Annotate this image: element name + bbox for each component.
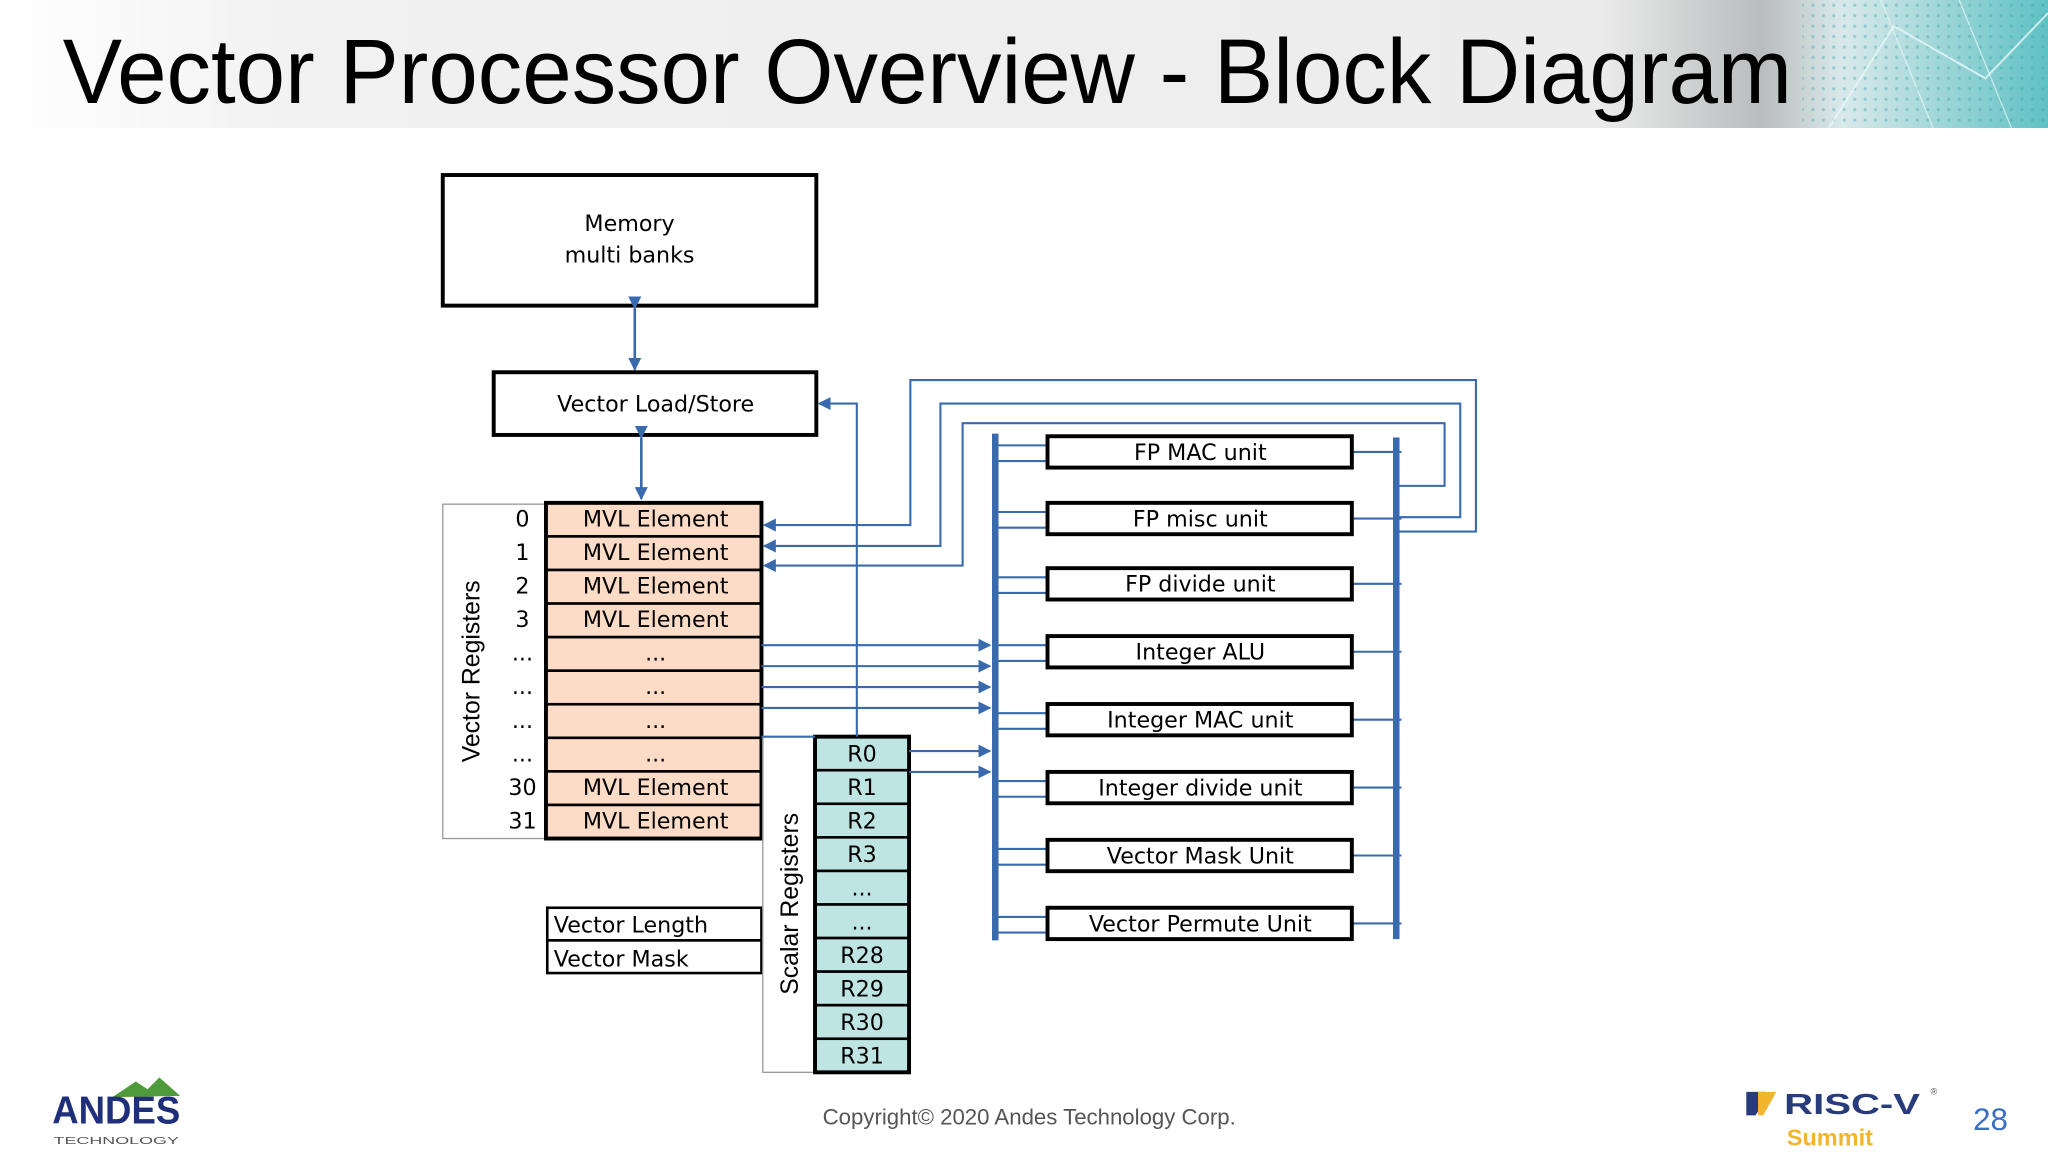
functional-unit-label: Vector Permute Unit [1089,911,1312,937]
scalar-register-row: R0 [813,735,911,772]
page-title: Vector Processor Overview - Block Diagra… [63,21,1792,123]
vector-registers-label: Vector Registers [458,580,485,762]
scalar-register-name: ... [851,876,872,902]
vector-register-index: 31 [508,808,536,834]
vector-register-value: ... [645,708,666,734]
functional-unit-label: Integer divide unit [1098,775,1302,801]
andes-logo-text: ANDES [52,1089,180,1132]
scalar-register-row: ... [813,869,911,906]
vector-register-value: ... [645,741,666,767]
scalar-register-row: R3 [813,836,911,873]
functional-unit: Integer ALU [997,634,1402,670]
functional-unit-label: FP misc unit [1133,506,1268,532]
riscv-logo-mark: ® [1930,1087,1937,1097]
vector-register-row: ...... [512,635,763,672]
vector-register-index: 3 [515,607,529,633]
vector-register-row: ...... [512,669,763,706]
riscv-logo-text: RISC-V [1784,1089,1920,1121]
feedback-wire [762,379,1477,533]
riscv-logo-subtext: Summit [1787,1124,1873,1150]
scalar-register-name: R31 [840,1044,884,1070]
andes-logo-subtext: TECHNOLOGY [54,1136,179,1147]
load-store-label: Vector Load/Store [557,391,754,417]
vector-register-row: 1 MVL Element [515,535,763,572]
vector-register-value: ... [645,641,666,667]
functional-unit-label: Integer ALU [1136,640,1266,666]
vector-register-index: 1 [515,540,529,566]
vector-register-row: 2 MVL Element [515,568,763,605]
vector-register-index: 2 [515,574,529,600]
functional-unit: Vector Permute Unit [997,905,1402,942]
functional-unit: FP MAC unit [997,434,1402,470]
vector-register-index: 0 [515,506,529,532]
vector-register-value: MVL Element [583,574,729,600]
scalar-register-row: R29 [813,970,911,1007]
scalar-register-name: ... [851,909,872,935]
vector-register-index: ... [512,708,533,734]
andes-logo: ANDES TECHNOLOGY [52,1077,181,1147]
scalar-register-name: R3 [847,842,877,868]
wires [761,379,1477,779]
memory-block: Memory multi banks [440,173,819,308]
address-wire [817,397,858,737]
scalar-register-name: R28 [840,943,884,969]
riscv-summit-logo: RISC-V ® Summit [1746,1087,1937,1150]
vector-mask-label: Vector Mask [554,947,689,973]
feedback-wire [762,402,1462,553]
functional-unit-label: Integer MAC unit [1107,708,1294,734]
header-band [0,0,2048,129]
vector-register-row: 0 MVL Element [515,501,763,538]
feedback-wire [762,422,1446,573]
scalar-register-row: ... [813,903,911,940]
page-number: 28 [1973,1102,2008,1137]
functional-unit: FP divide unit [997,566,1402,602]
load-store-block: Vector Load/Store [491,370,819,437]
scalar-register-row: R1 [813,768,911,806]
functional-unit-label: Vector Mask Unit [1107,843,1294,869]
vector-register-index: ... [512,641,533,667]
vector-register-index: ... [512,674,533,700]
scalar-register-name: R30 [840,1010,884,1036]
vector-register-value: MVL Element [583,808,729,834]
scalar-register-name: R1 [847,775,877,801]
scalar-register-name: R2 [847,809,877,835]
scalar-register-row: R30 [813,1003,911,1041]
functional-unit: Vector Mask Unit [997,837,1402,874]
vector-register-row: ...... [512,702,763,740]
memory-sublabel: multi banks [565,243,695,269]
vector-register-row: 3 MVL Element [515,602,763,639]
functional-unit: Integer divide unit [997,769,1402,806]
vector-length-register: Vector Length [545,906,763,942]
vector-mask-register: Vector Mask [545,939,763,975]
functional-unit-label: FP MAC unit [1134,440,1267,466]
vector-register-row: 30 MVL Element [508,770,763,807]
scalar-register-name: R0 [847,741,877,767]
functional-unit: FP misc unit [997,500,1402,537]
vector-register-value: MVL Element [583,607,729,633]
vector-length-label: Vector Length [554,913,708,939]
scalar-register-row: R2 [813,802,911,839]
scalar-register-row: R28 [813,936,911,973]
functional-unit-label: FP divide unit [1125,572,1276,598]
vector-register-value: MVL Element [583,506,729,532]
vector-register-value: MVL Element [583,775,729,801]
functional-unit: Integer MAC unit [997,702,1402,738]
vector-register-value: MVL Element [583,540,729,566]
scalar-register-row: R31 [813,1037,911,1074]
vector-register-index: 30 [508,775,536,801]
vector-register-value: ... [645,674,666,700]
scalar-registers-label: Scalar Registers [777,813,804,995]
copyright: Copyright© 2020 Andes Technology Corp. [823,1105,1236,1130]
vector-register-row: ...... [512,736,763,773]
vector-register-index: ... [512,741,533,767]
memory-label: Memory [584,211,674,237]
scalar-register-name: R29 [840,976,884,1002]
